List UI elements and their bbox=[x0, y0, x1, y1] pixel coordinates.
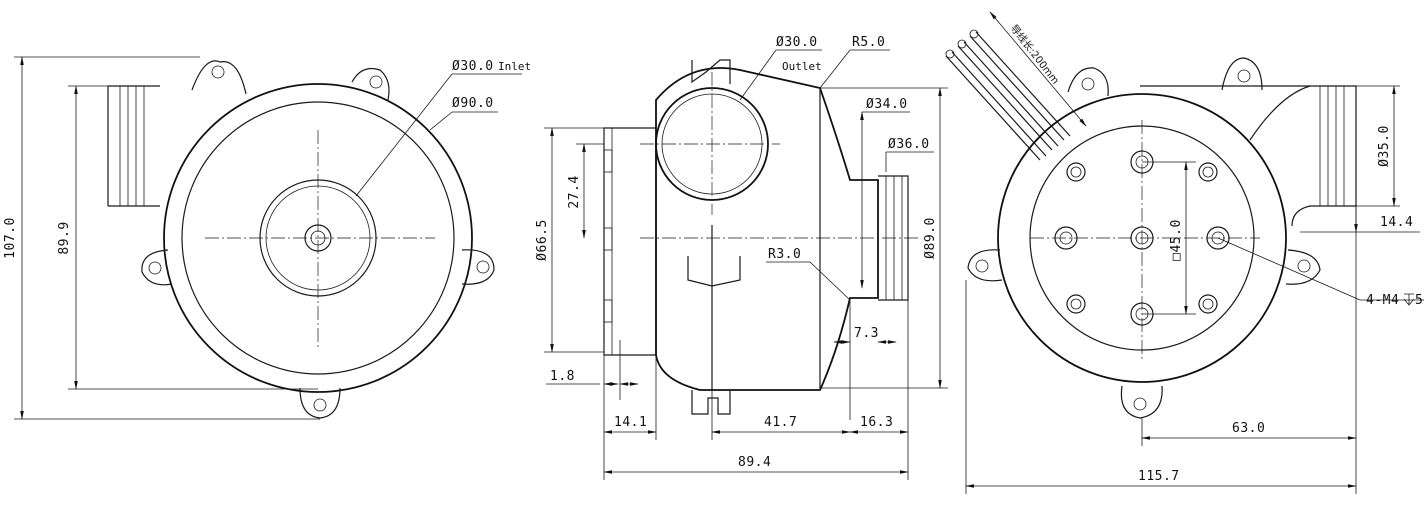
dim-length-overall: 89.4 bbox=[738, 455, 771, 470]
dim-body-diameter: Ø90.0 bbox=[452, 96, 494, 111]
dim-outlet-diameter: Ø30.0 bbox=[776, 35, 818, 50]
front-housing-inner bbox=[181, 101, 455, 375]
dim-square-45: □45.0 bbox=[1169, 219, 1184, 261]
rear-outlet bbox=[1249, 85, 1357, 227]
lead-wires bbox=[945, 29, 1071, 161]
dim-diameter-89: Ø89.0 bbox=[923, 217, 938, 259]
dim-radius-top: R5.0 bbox=[852, 35, 885, 50]
dim-width-overall: 115.7 bbox=[1138, 469, 1180, 484]
rear-housing bbox=[997, 93, 1287, 383]
dim-radius-3: R3.0 bbox=[768, 247, 801, 262]
dim-diameter-34: Ø34.0 bbox=[866, 97, 908, 112]
label-outlet: Outlet bbox=[782, 60, 822, 73]
inlet-tube bbox=[107, 85, 160, 207]
dim-27: 27.4 bbox=[567, 175, 582, 208]
front-mount-ears bbox=[141, 60, 495, 419]
side-view: Ø30.0 Outlet R5.0 Ø34.0 Ø36.0 Ø66.5 27.4… bbox=[535, 35, 948, 480]
dim-1-8: 1.8 bbox=[550, 369, 575, 384]
dim-diameter-36: Ø36.0 bbox=[888, 137, 930, 152]
dim-41-7: 41.7 bbox=[764, 415, 797, 430]
dim-7-3: 7.3 bbox=[854, 326, 879, 341]
dim-63: 63.0 bbox=[1232, 421, 1265, 436]
rear-view: 导线长:200mm bbox=[945, 11, 1424, 494]
dim-inlet-diameter: Ø30.0 bbox=[452, 59, 494, 74]
side-body bbox=[655, 67, 879, 391]
dim-height-overall: 107.0 bbox=[3, 217, 18, 259]
dim-16-3: 16.3 bbox=[860, 415, 893, 430]
front-housing-outer bbox=[163, 83, 473, 393]
dim-14-4: 14.4 bbox=[1380, 215, 1413, 230]
dim-diameter-66: Ø66.5 bbox=[535, 219, 550, 261]
dim-14-1: 14.1 bbox=[614, 415, 647, 430]
dim-outlet-35: Ø35.0 bbox=[1377, 125, 1392, 167]
note-thread-depth: 5 bbox=[1415, 293, 1423, 308]
note-thread: 4-M4 bbox=[1366, 293, 1399, 308]
dim-height-body: 89.9 bbox=[57, 221, 72, 254]
label-inlet: Inlet bbox=[498, 60, 531, 73]
front-view: 107.0 89.9 Ø30.0 Inlet Ø90.0 bbox=[3, 56, 531, 420]
rear-mount-ears bbox=[967, 57, 1321, 419]
